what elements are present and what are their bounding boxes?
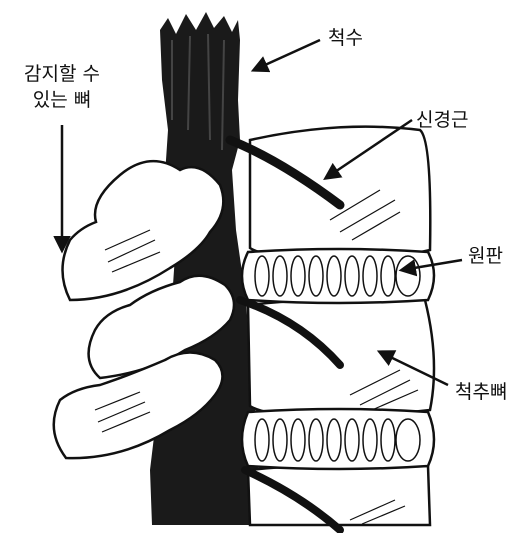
label-nerve-root: 신경근 [416,109,468,131]
label-spinal-cord: 척수 [328,27,363,49]
label-disc: 원판 [468,245,503,267]
spinal-cord-arrow [254,40,320,70]
label-palpable-bone-line1: 감지할 수 [24,63,100,85]
intervertebral-disc-lower [242,409,434,469]
vertebra-body-upper [250,127,430,259]
vertebra-body-lower [248,465,430,525]
label-vertebra: 척추뼈 [455,381,507,403]
intervertebral-disc-upper [242,249,434,303]
label-palpable-bone-line2: 있는 뼈 [33,89,91,111]
